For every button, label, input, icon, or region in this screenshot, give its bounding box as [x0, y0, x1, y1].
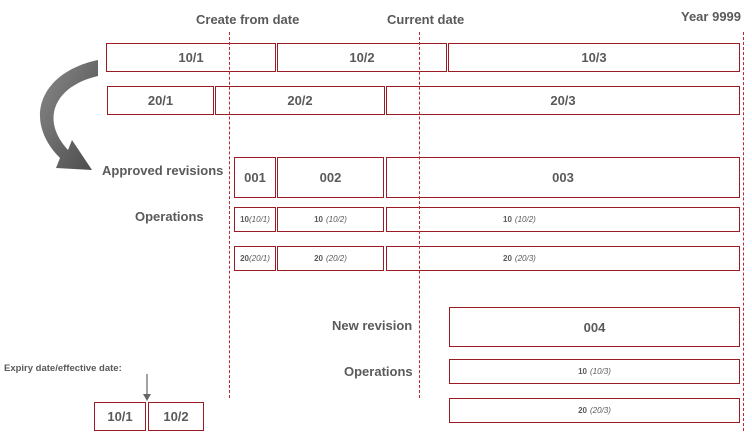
row1-box-1: 10/1	[106, 43, 276, 72]
create-from-date-line	[229, 32, 230, 398]
operation-number: 10	[314, 215, 323, 224]
operation-box: 10(10/1)	[234, 207, 276, 232]
current-date-line	[419, 32, 420, 398]
new-operation-box: 10(10/3)	[449, 359, 740, 384]
new-revision-label: New revision	[332, 318, 413, 333]
operation-reference: (20/3)	[514, 254, 536, 263]
operation-number: 20	[314, 254, 323, 263]
operation-number: 10	[240, 215, 249, 224]
operation-box: 10(10/2)	[277, 207, 384, 232]
revision-001-box: 001	[234, 157, 276, 198]
create-from-date-label: Create from date	[196, 12, 300, 27]
operation-number: 20	[240, 254, 249, 263]
row2-box-1: 20/1	[107, 86, 214, 115]
operation-box: 10(10/2)	[386, 207, 740, 232]
expiry-effective-date-label: Expiry date/effective date:	[4, 363, 122, 374]
operation-number: 20	[503, 254, 512, 263]
operation-reference: (10/2)	[514, 215, 536, 224]
year-9999-label: Year 9999	[681, 9, 742, 24]
year-9999-line	[743, 32, 744, 431]
current-date-label: Current date	[387, 12, 465, 27]
operation-reference: (10/1)	[249, 215, 270, 224]
operation-number: 20	[578, 406, 587, 415]
row1-box-2: 10/2	[277, 43, 447, 72]
operation-reference: (20/3)	[590, 406, 611, 415]
row2-box-2: 20/2	[215, 86, 385, 115]
approved-revisions-label: Approved revisions	[102, 163, 224, 178]
expiry-box-2: 10/2	[148, 402, 204, 431]
operation-number: 10	[578, 367, 587, 376]
operation-number: 10	[503, 215, 512, 224]
operations-label: Operations	[135, 209, 204, 224]
curved-arrow-shape	[39, 60, 98, 170]
row1-box-3: 10/3	[448, 43, 740, 72]
expiry-box-1: 10/1	[94, 402, 146, 431]
operation-box: 20(20/1)	[234, 246, 276, 271]
revision-002-box: 002	[277, 157, 384, 198]
new-operation-box: 20(20/3)	[449, 398, 740, 423]
operation-reference: (20/2)	[326, 254, 347, 263]
operation-reference: (10/3)	[590, 367, 611, 376]
operation-box: 20(20/2)	[277, 246, 384, 271]
new-operations-label: Operations	[344, 364, 413, 379]
operation-reference: (10/2)	[326, 215, 347, 224]
row2-box-3: 20/3	[386, 86, 740, 115]
operation-box: 20(20/3)	[386, 246, 740, 271]
revision-003-box: 003	[386, 157, 740, 198]
operation-reference: (20/1)	[249, 254, 270, 263]
revision-004-box: 004	[449, 307, 740, 347]
